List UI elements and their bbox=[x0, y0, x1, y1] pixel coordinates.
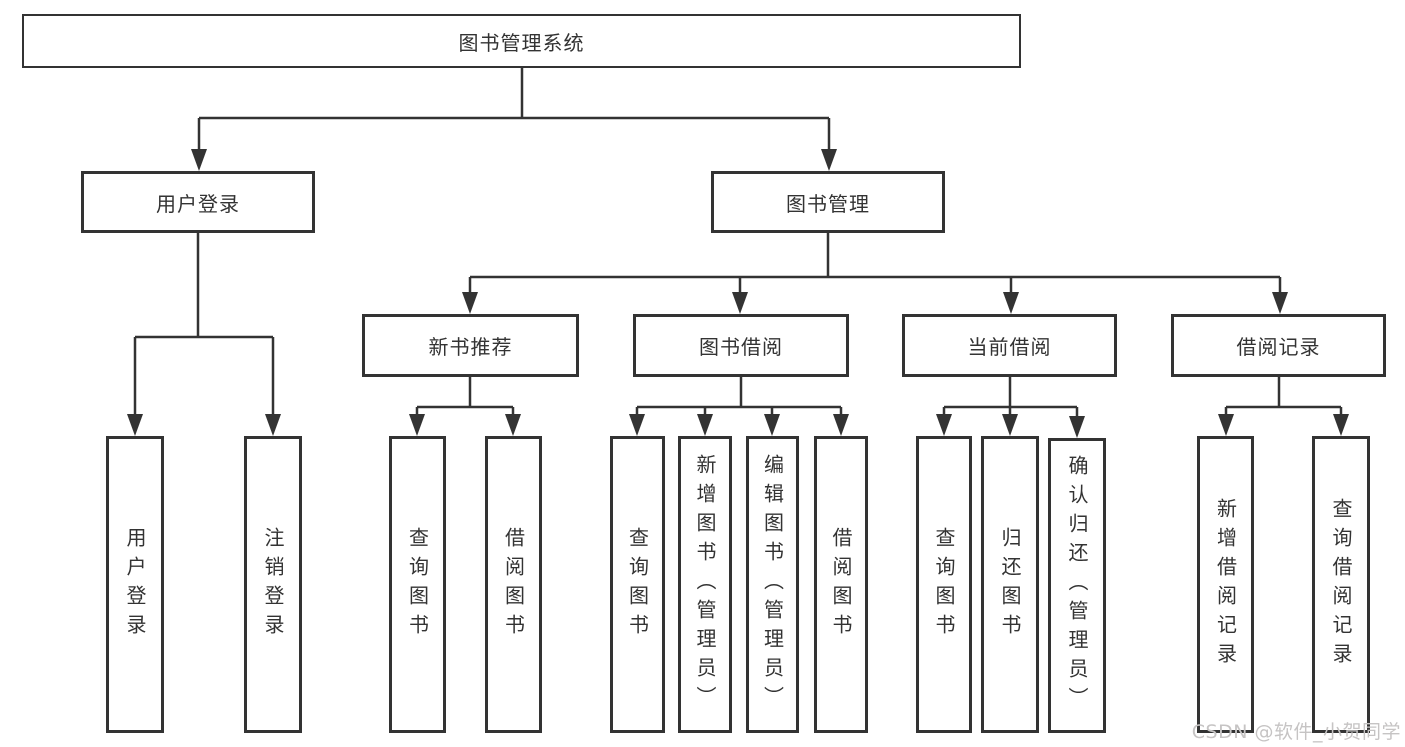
node-book-borrowing: 图书借阅 bbox=[633, 314, 849, 377]
leaf-borrow-books: 借阅图书 bbox=[814, 436, 868, 733]
node-borrowing-records-label: 借阅记录 bbox=[1236, 335, 1321, 359]
leaf-query-books-borrow: 查询图书 bbox=[610, 436, 665, 733]
leaf-borrow-books-label: 借阅图书 bbox=[829, 526, 853, 643]
leaf-user-login: 用户登录 bbox=[106, 436, 164, 733]
node-book-borrowing-label: 图书借阅 bbox=[699, 335, 783, 359]
leaf-add-borrow-record: 新增借阅记录 bbox=[1197, 436, 1254, 733]
leaf-query-books-borrow-label: 查询图书 bbox=[625, 526, 650, 643]
node-book-management-label: 图书管理 bbox=[786, 191, 870, 216]
leaf-query-books-current: 查询图书 bbox=[916, 436, 972, 733]
node-user-login: 用户登录 bbox=[81, 171, 315, 233]
leaf-confirm-return-admin-label: 确认归还（管理员） bbox=[1065, 455, 1089, 716]
watermark: CSDN @软件_小贺同学 bbox=[1191, 721, 1401, 743]
leaf-add-books-admin: 新增图书（管理员） bbox=[678, 436, 732, 733]
leaf-logout: 注销登录 bbox=[244, 436, 302, 733]
node-library-system: 图书管理系统 bbox=[22, 14, 1021, 68]
leaf-user-login-label: 用户登录 bbox=[123, 526, 147, 643]
leaf-query-books-recommend-label: 查询图书 bbox=[405, 526, 430, 643]
node-current-borrowing: 当前借阅 bbox=[902, 314, 1117, 377]
leaf-borrow-books-recommend: 借阅图书 bbox=[485, 436, 542, 733]
leaf-query-borrow-record-label: 查询借阅记录 bbox=[1329, 497, 1353, 672]
leaf-confirm-return-admin: 确认归还（管理员） bbox=[1048, 438, 1106, 733]
leaf-add-books-admin-label: 新增图书（管理员） bbox=[693, 454, 717, 715]
leaf-add-borrow-record-label: 新增借阅记录 bbox=[1213, 497, 1238, 672]
leaf-query-books-current-label: 查询图书 bbox=[932, 526, 956, 643]
node-current-borrowing-label: 当前借阅 bbox=[967, 335, 1052, 359]
leaf-edit-books-admin-label: 编辑图书（管理员） bbox=[760, 454, 785, 715]
node-library-system-label: 图书管理系统 bbox=[458, 30, 585, 55]
node-user-login-label: 用户登录 bbox=[156, 191, 240, 216]
leaf-return-books-label: 归还图书 bbox=[998, 526, 1022, 643]
leaf-borrow-books-recommend-label: 借阅图书 bbox=[501, 526, 526, 643]
leaf-edit-books-admin: 编辑图书（管理员） bbox=[746, 436, 799, 733]
leaf-logout-label: 注销登录 bbox=[261, 526, 285, 643]
node-new-book-recommendation: 新书推荐 bbox=[362, 314, 579, 377]
node-borrowing-records: 借阅记录 bbox=[1171, 314, 1386, 377]
node-new-book-recommendation-label: 新书推荐 bbox=[428, 335, 513, 359]
node-book-management: 图书管理 bbox=[711, 171, 945, 233]
leaf-query-borrow-record: 查询借阅记录 bbox=[1312, 436, 1370, 733]
leaf-return-books: 归还图书 bbox=[981, 436, 1039, 733]
leaf-query-books-recommend: 查询图书 bbox=[389, 436, 446, 733]
